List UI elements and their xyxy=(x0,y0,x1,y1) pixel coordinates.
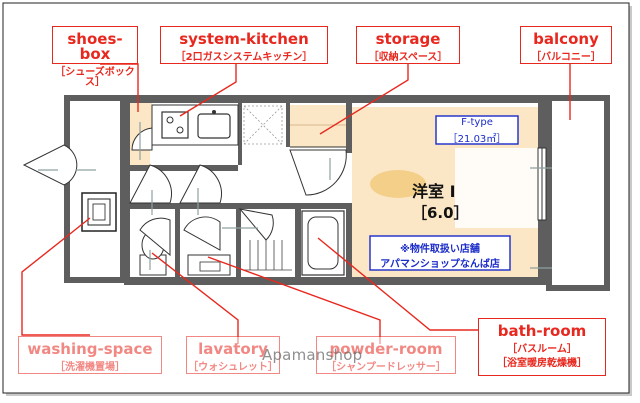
label-powder-room-jp: ［シャンプードレッサー］ xyxy=(326,362,446,373)
type-area: ［21.03㎡］ xyxy=(447,134,507,145)
rug xyxy=(370,170,426,198)
label-washing-space-en: washing-space xyxy=(27,340,153,358)
label-washing-space: washing-space ［洗濯機置場］ xyxy=(18,336,162,374)
label-lavatory: lavatory ［ウォシュレット］ xyxy=(186,336,280,374)
label-bath-room-en: bath-room xyxy=(497,322,587,340)
label-storage-en: storage xyxy=(375,30,441,48)
kitchen-counter xyxy=(151,104,239,146)
label-lavatory-jp: ［ウォシュレット］ xyxy=(188,362,278,373)
fridge-space xyxy=(243,105,283,145)
watermark: Apamanshop xyxy=(262,346,363,364)
label-storage-jp: ［収納スペース］ xyxy=(368,52,448,63)
label-bath-room-jp: ［バスルーム］ xyxy=(507,344,577,355)
label-shoes-box-en: shoes-box xyxy=(67,30,123,63)
shop-note-box xyxy=(369,235,511,271)
label-balcony-en: balcony xyxy=(533,30,599,48)
type-label: F-type xyxy=(461,117,493,128)
label-system-kitchen: system-kitchen ［2口ガスシステムキッチン］ xyxy=(160,26,328,64)
label-storage: storage ［収納スペース］ xyxy=(356,26,460,64)
label-bath-room: bath-room ［バスルーム］ ［浴室暖房乾燥機］ xyxy=(478,318,606,376)
label-system-kitchen-jp: ［2口ガスシステムキッチン］ xyxy=(175,52,313,63)
room-name: 洋室 Ⅰ xyxy=(412,182,456,201)
door-swings xyxy=(22,127,347,257)
room-size: ［6.0］ xyxy=(412,204,469,222)
inner-walls xyxy=(130,103,352,277)
label-shoes-box: shoes-box ［シューズボックス］ xyxy=(52,26,138,88)
hatch-area xyxy=(244,240,292,271)
label-system-kitchen-en: system-kitchen xyxy=(179,30,309,48)
shop-note-line1: ※物件取扱い店舗 xyxy=(400,244,480,255)
washing-machine-pan xyxy=(81,192,117,232)
outer-walls xyxy=(64,95,610,291)
washbasin xyxy=(187,254,231,276)
label-balcony: balcony ［バルコニー］ xyxy=(520,26,612,64)
label-bath-room-jp2: ［浴室暖房乾燥機］ xyxy=(497,358,587,369)
shop-note-line2: アパマンショップなんば店 xyxy=(380,259,500,270)
label-powder-room-en: powder-room xyxy=(329,340,443,358)
label-lavatory-en: lavatory xyxy=(198,340,268,358)
type-box xyxy=(435,115,519,145)
label-balcony-jp: ［バルコニー］ xyxy=(531,52,601,63)
storage-closet xyxy=(290,105,346,148)
flow-arrows xyxy=(38,122,552,270)
label-washing-space-jp: ［洗濯機置場］ xyxy=(55,362,125,373)
label-powder-room: powder-room ［シャンプードレッサー］ xyxy=(316,336,456,374)
balcony-sash xyxy=(537,147,547,221)
bathtub xyxy=(301,210,345,276)
label-shoes-box-jp: ［シューズボックス］ xyxy=(55,67,135,88)
